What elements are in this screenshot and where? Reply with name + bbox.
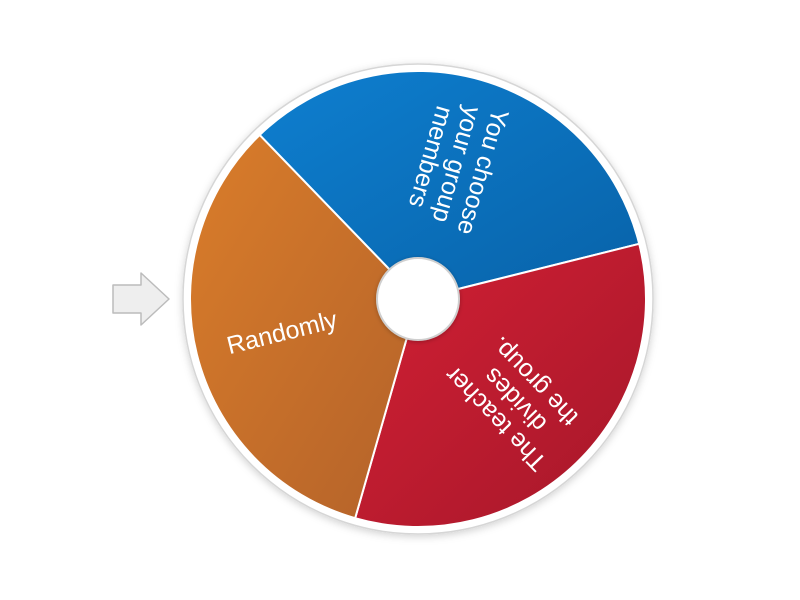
wheel-segment-you-choose[interactable]: You chooseyour groupmembers (258, 70, 641, 301)
spin-hub-button[interactable] (376, 257, 460, 341)
right-arrow-icon (112, 272, 170, 326)
wheel-segment-shape[interactable] (189, 133, 420, 520)
wheel-segment-randomly[interactable]: Randomly (189, 133, 420, 520)
wheel-segment-shape[interactable] (258, 70, 641, 301)
wheel-segment-label: You chooseyour groupmembers (399, 91, 514, 238)
